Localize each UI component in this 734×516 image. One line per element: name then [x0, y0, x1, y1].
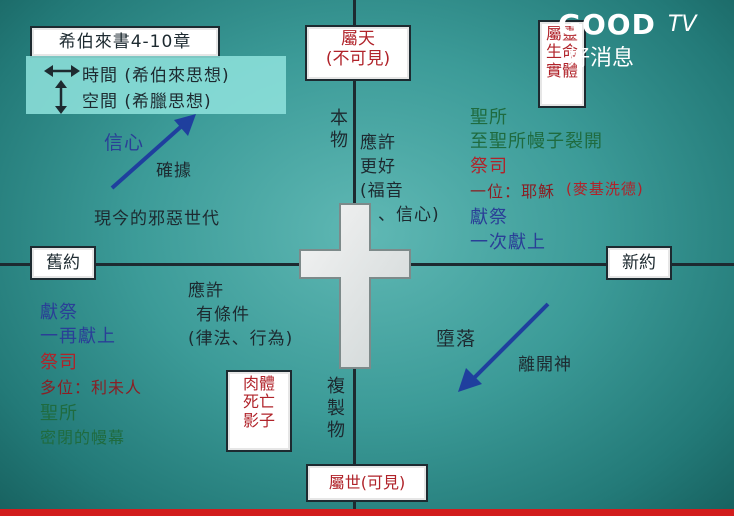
once-label: 一次獻上: [470, 232, 546, 253]
down-arrow-icon: [458, 302, 550, 392]
heavenly-line1: 屬天: [341, 29, 375, 49]
flesh-line2: 死亡: [242, 392, 275, 412]
faith-paren-label: 、信心): [378, 205, 440, 225]
new-covenant-text: 新約: [622, 253, 656, 273]
one-priest-label: 一位：耶穌: [470, 182, 556, 201]
spiritual-line1: 屬靈: [545, 24, 578, 43]
sacrifice-old-label: 獻祭: [40, 302, 78, 323]
earthly-box: 屬世(可見): [306, 464, 428, 502]
evidence-label: 確據: [156, 161, 192, 181]
double-arrow-horizontal-icon: [44, 65, 80, 77]
legend-space: 空間 (希臘思想): [82, 92, 212, 112]
original-char-1: 本: [330, 108, 348, 129]
sanctuary-old-label: 聖所: [40, 403, 78, 424]
goodtv-logo: GOOD TV 好消息: [558, 8, 728, 71]
earthly-text: 屬世(可見): [328, 473, 406, 492]
law-works-label: (律法、行為): [188, 329, 294, 349]
double-arrow-vertical-icon: [55, 80, 67, 114]
away-from-god-label: 離開神: [518, 355, 572, 375]
cross-icon: [299, 203, 411, 369]
logo-brand: GOOD: [558, 8, 656, 41]
original-thing-label: 本 物: [326, 108, 352, 152]
spiritual-line3: 實體: [545, 60, 578, 80]
sanctuary-new-label: 聖所: [470, 107, 508, 128]
promise-label: 應許: [360, 133, 396, 153]
spiritual-box: 屬靈 生命 實體: [538, 20, 586, 108]
title-text: 希伯來書4-10章: [58, 32, 192, 52]
flesh-line3: 影子: [242, 410, 275, 430]
copy-thing-label: 複 製 物: [323, 376, 349, 442]
melchizedek-label: (麥基洗德): [566, 180, 644, 198]
conditional-label: 有條件: [196, 305, 250, 325]
faith-label: 信心: [104, 132, 145, 154]
original-char-2: 物: [330, 130, 348, 151]
sacrifice-new-label: 獻祭: [470, 207, 508, 228]
legend-highlight: [26, 56, 286, 114]
title-box: 希伯來書4-10章: [30, 26, 220, 58]
veil-torn-label: 至聖所幔子裂開: [470, 131, 603, 152]
video-progress-bar[interactable]: [0, 509, 734, 516]
flesh-line1: 肉體: [242, 374, 275, 393]
old-covenant-text: 舊約: [46, 253, 80, 273]
closed-veil-label: 密閉的幔幕: [40, 428, 126, 447]
up-arrow-icon: [110, 114, 196, 190]
priest-new-label: 祭司: [470, 156, 508, 177]
promise-conditional-label: 應許: [188, 281, 224, 301]
fall-label: 墮落: [436, 328, 477, 350]
gospel-label: (福音: [360, 181, 404, 201]
copy-char-3: 物: [327, 420, 345, 441]
copy-char-2: 製: [327, 398, 345, 419]
generation-label: 現今的邪惡世代: [94, 209, 220, 229]
better-label: 更好: [360, 157, 396, 177]
repeated-label: 一再獻上: [40, 326, 116, 347]
logo-tv: TV: [668, 12, 697, 37]
copy-char-1: 複: [327, 376, 345, 397]
flesh-box: 肉體 死亡 影子: [226, 370, 292, 452]
levites-label: 多位：利未人: [40, 378, 143, 397]
heavenly-box: 屬天 (不可見): [305, 25, 411, 81]
logo-subtitle: 好消息: [568, 46, 635, 71]
legend-time: 時間 (希伯來思想): [82, 66, 230, 86]
new-covenant-box: 新約: [606, 246, 672, 280]
priest-old-label: 祭司: [40, 352, 78, 373]
spiritual-line2: 生命: [545, 42, 578, 62]
old-covenant-box: 舊約: [30, 246, 96, 280]
heavenly-line2: (不可見): [325, 48, 391, 69]
